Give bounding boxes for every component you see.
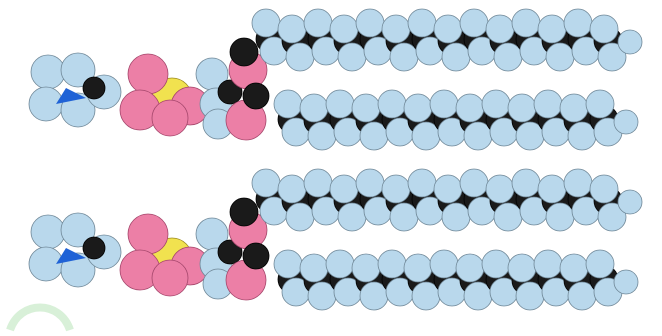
lower-fatty-acid-chain-hydrogen-atom — [274, 250, 302, 278]
upper-fatty-acid-chain-hydrogen-atom — [434, 15, 462, 43]
upper-fatty-acid-chain-hydrogen-atom — [278, 175, 306, 203]
lower-fatty-acid-chain-hydrogen-atom — [560, 94, 588, 122]
upper-fatty-acid-chain-hydrogen-atom — [564, 169, 592, 197]
lipid-molecule-bottom — [29, 169, 642, 310]
upper-fatty-acid-chain-hydrogen-atom — [330, 15, 358, 43]
lower-fatty-acid-chain-hydrogen-atom — [614, 270, 638, 294]
choline-hydrogen-atom — [29, 87, 63, 121]
lower-fatty-acid-chain-hydrogen-atom — [482, 250, 510, 278]
upper-fatty-acid-chain-hydrogen-atom — [512, 9, 540, 37]
lower-fatty-acid-chain-hydrogen-atom — [534, 90, 562, 118]
watermark-ring — [10, 308, 70, 331]
lower-fatty-acid-chain-hydrogen-atom — [300, 254, 328, 282]
lower-fatty-acid-chain-hydrogen-atom — [274, 90, 302, 118]
lower-fatty-acid-chain-hydrogen-atom — [352, 94, 380, 122]
choline-hydrogen-atom — [29, 247, 63, 281]
upper-fatty-acid-chain-hydrogen-atom — [252, 9, 280, 37]
upper-fatty-acid-chain-hydrogen-atom — [304, 9, 332, 37]
upper-fatty-acid-chain-hydrogen-atom — [408, 9, 436, 37]
upper-fatty-acid-chain-hydrogen-atom — [512, 169, 540, 197]
ester-carbon-atom — [243, 83, 269, 109]
lower-fatty-acid-chain-hydrogen-atom — [404, 94, 432, 122]
lower-fatty-acid-chain-hydrogen-atom — [326, 90, 354, 118]
upper-fatty-acid-chain-hydrogen-atom — [252, 169, 280, 197]
lower-fatty-acid-chain-hydrogen-atom — [352, 254, 380, 282]
upper-fatty-acid-chain-hydrogen-atom — [442, 43, 470, 71]
upper-fatty-acid-chain-hydrogen-atom — [590, 175, 618, 203]
upper-fatty-acid-chain-hydrogen-atom — [286, 203, 314, 231]
lower-fatty-acid-chain-hydrogen-atom — [326, 250, 354, 278]
upper-fatty-acid-chain-hydrogen-atom — [494, 43, 522, 71]
upper-fatty-acid-chain-hydrogen-atom — [356, 9, 384, 37]
phosphate-oxygen-atom — [128, 54, 168, 94]
upper-fatty-acid-chain-hydrogen-atom — [286, 43, 314, 71]
upper-fatty-acid-chain-hydrogen-atom — [338, 43, 366, 71]
upper-fatty-acid-chain-hydrogen-atom — [460, 169, 488, 197]
ester-carbon-atom — [243, 243, 269, 269]
lipid-molecule-top — [29, 9, 642, 150]
lower-fatty-acid-chain-hydrogen-atom — [508, 254, 536, 282]
upper-fatty-acid-chain-hydrogen-atom — [546, 43, 574, 71]
upper-fatty-acid-chain-hydrogen-atom — [434, 175, 462, 203]
lower-fatty-acid-chain-hydrogen-atom — [534, 250, 562, 278]
upper-fatty-acid-chain-hydrogen-atom — [460, 9, 488, 37]
upper-fatty-acid-chain-hydrogen-atom — [278, 15, 306, 43]
lower-fatty-acid-chain-hydrogen-atom — [614, 110, 638, 134]
phosphate-oxygen-atom — [152, 100, 188, 136]
phosphate-oxygen-atom — [152, 260, 188, 296]
upper-fatty-acid-chain-hydrogen-atom — [538, 15, 566, 43]
choline-carbon-atom — [83, 77, 105, 99]
lower-fatty-acid-chain-hydrogen-atom — [300, 94, 328, 122]
ester-carbon-atom — [230, 198, 258, 226]
faint-watermark — [10, 308, 70, 331]
lower-fatty-acid-chain-hydrogen-atom — [430, 90, 458, 118]
upper-fatty-acid-chain-hydrogen-atom — [618, 190, 642, 214]
lower-fatty-acid-chain-hydrogen-atom — [456, 94, 484, 122]
upper-fatty-acid-chain-hydrogen-atom — [564, 9, 592, 37]
upper-fatty-acid-chain-hydrogen-atom — [390, 203, 418, 231]
upper-fatty-acid-chain-hydrogen-atom — [390, 43, 418, 71]
choline-hydrogen-atom — [31, 55, 65, 89]
upper-fatty-acid-chain-hydrogen-atom — [486, 175, 514, 203]
upper-fatty-acid-chain-hydrogen-atom — [382, 15, 410, 43]
upper-fatty-acid-chain-hydrogen-atom — [590, 15, 618, 43]
upper-fatty-acid-chain-hydrogen-atom — [538, 175, 566, 203]
upper-fatty-acid-chain-hydrogen-atom — [408, 169, 436, 197]
lower-fatty-acid-chain-hydrogen-atom — [508, 94, 536, 122]
upper-fatty-acid-chain-hydrogen-atom — [338, 203, 366, 231]
upper-fatty-acid-chain-hydrogen-atom — [494, 203, 522, 231]
upper-fatty-acid-chain-hydrogen-atom — [304, 169, 332, 197]
upper-fatty-acid-chain-hydrogen-atom — [618, 30, 642, 54]
lower-fatty-acid-chain-hydrogen-atom — [456, 254, 484, 282]
lower-fatty-acid-chain-hydrogen-atom — [482, 90, 510, 118]
lower-fatty-acid-chain-hydrogen-atom — [404, 254, 432, 282]
upper-fatty-acid-chain-hydrogen-atom — [382, 175, 410, 203]
upper-fatty-acid-chain-hydrogen-atom — [356, 169, 384, 197]
lower-fatty-acid-chain-hydrogen-atom — [586, 250, 614, 278]
upper-fatty-acid-chain-hydrogen-atom — [486, 15, 514, 43]
upper-fatty-acid-chain-hydrogen-atom — [330, 175, 358, 203]
lower-fatty-acid-chain-hydrogen-atom — [378, 90, 406, 118]
choline-hydrogen-atom — [31, 215, 65, 249]
lower-fatty-acid-chain-hydrogen-atom — [430, 250, 458, 278]
lower-fatty-acid-chain-hydrogen-atom — [586, 90, 614, 118]
phosphate-oxygen-atom — [128, 214, 168, 254]
lower-fatty-acid-chain-hydrogen-atom — [560, 254, 588, 282]
choline-carbon-atom — [83, 237, 105, 259]
upper-fatty-acid-chain-hydrogen-atom — [546, 203, 574, 231]
upper-fatty-acid-chain-hydrogen-atom — [442, 203, 470, 231]
lower-fatty-acid-chain-hydrogen-atom — [378, 250, 406, 278]
ester-carbon-atom — [230, 38, 258, 66]
